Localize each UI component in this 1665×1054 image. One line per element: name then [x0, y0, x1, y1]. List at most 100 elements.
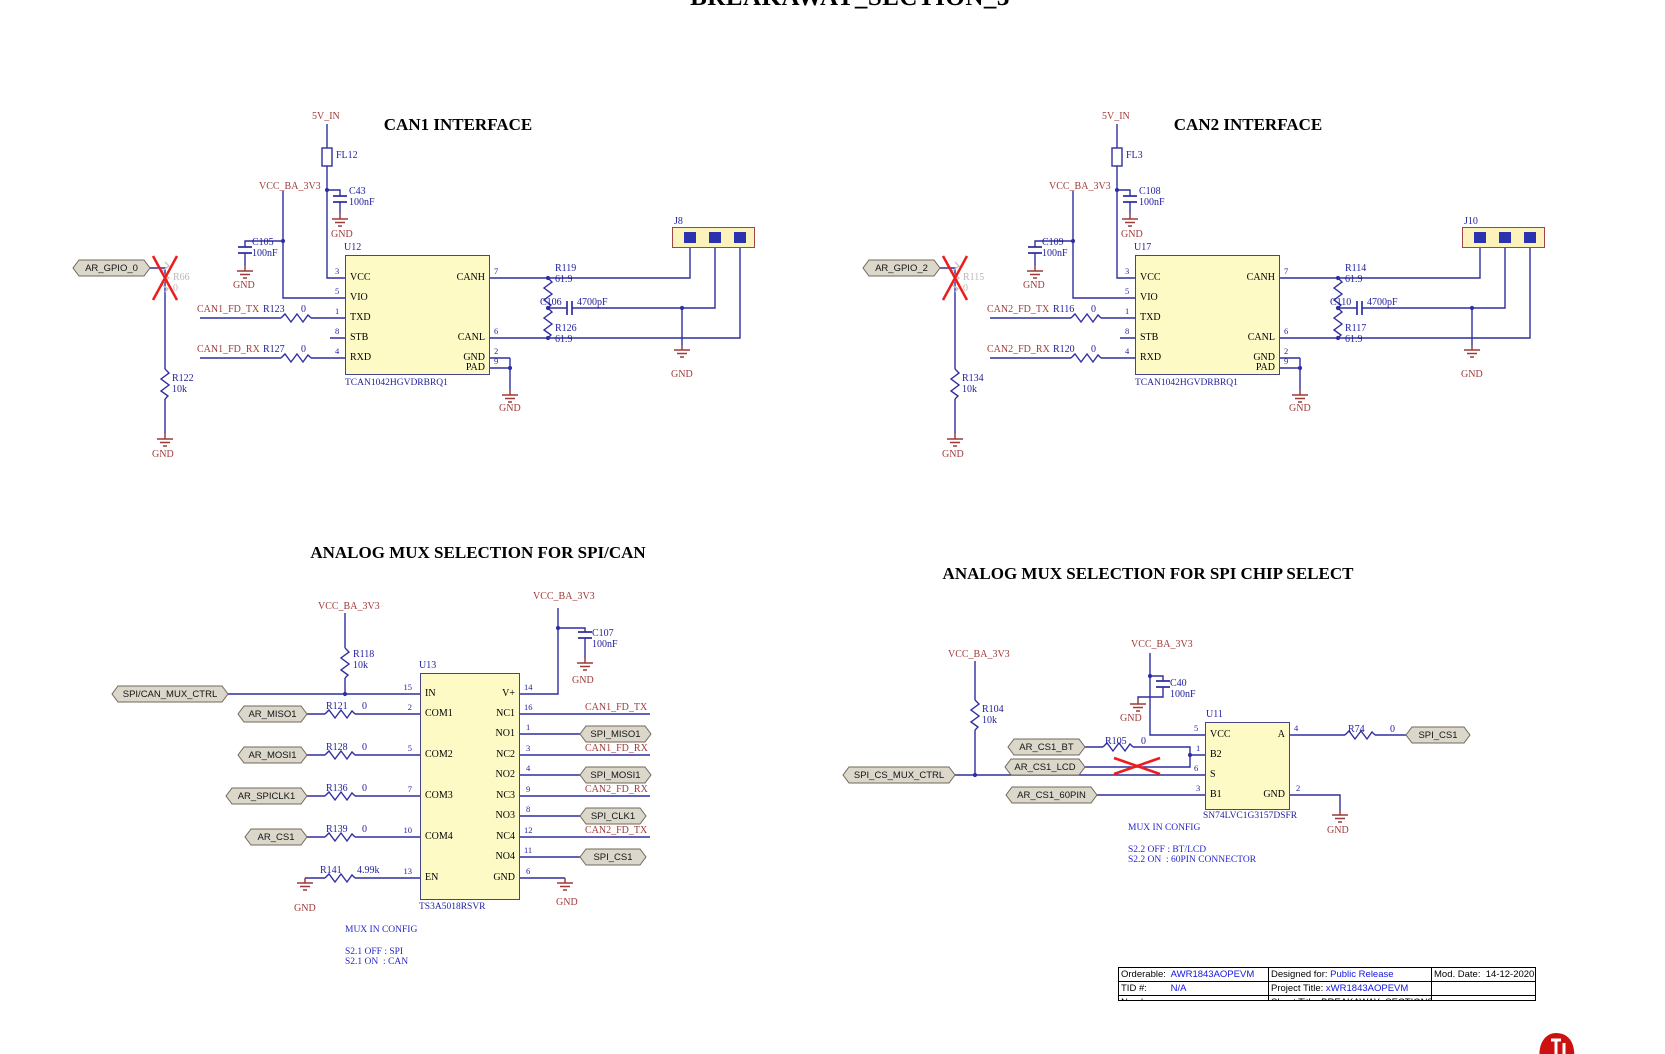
- flag-ar-mosi1: AR_MOSI1: [248, 749, 297, 761]
- r120-value: 0: [1091, 344, 1096, 355]
- flag-ar-cs1-60pin: AR_CS1_60PIN: [1017, 789, 1086, 801]
- can2-section-title: CAN2 INTERFACE: [1173, 115, 1323, 134]
- u13-pin-num: 1: [526, 722, 531, 732]
- r114-value: 61.9: [1345, 274, 1363, 285]
- r134-ref: R134: [962, 373, 984, 384]
- net-vcc-ba-3v3: VCC_BA_3V3: [318, 601, 380, 612]
- u13-pin-name: EN: [425, 872, 439, 883]
- r74-value: 0: [1390, 724, 1395, 735]
- flag-spi-cs-mux-ctrl: SPI_CS_MUX_CTRL: [853, 769, 945, 781]
- c110-value: 4700pF: [1367, 297, 1398, 308]
- mux2-section-title: ANALOG MUX SELECTION FOR SPI CHIP SELECT: [942, 564, 1354, 583]
- gnd-label: GND: [1289, 403, 1311, 414]
- u13-pin-num: 15: [403, 682, 413, 692]
- tid-label: TID #:: [1121, 983, 1171, 994]
- designed-for-value[interactable]: Public Release: [1330, 969, 1394, 980]
- u17-pin-num: 8: [1125, 326, 1130, 336]
- r105-ref: R105: [1105, 736, 1127, 747]
- gnd-label: GND: [1023, 280, 1045, 291]
- u12-part-number: TCAN1042HGVDRBRQ1: [345, 378, 448, 388]
- u17-ref: U17: [1134, 242, 1152, 253]
- u17-pin-name: CANH: [1246, 272, 1275, 283]
- u13-pin-num: 4: [526, 763, 531, 773]
- u12-pin-num: 3: [335, 266, 340, 276]
- mux1-capacitor: [578, 631, 592, 639]
- u11-pin-num: 2: [1296, 783, 1301, 793]
- tid-cell: TID #: N/A: [1119, 982, 1269, 995]
- r114-ref: R114: [1345, 263, 1367, 274]
- u17-pin-num: 7: [1284, 266, 1289, 276]
- net-can1-fd-tx: CAN1_FD_TX: [197, 304, 260, 315]
- u17-pin-name: RXD: [1140, 352, 1162, 363]
- designed-for-label: Designed for:: [1271, 969, 1331, 980]
- u13-pin-name: NC3: [496, 790, 515, 801]
- r134-value: 10k: [962, 384, 977, 395]
- r136-ref: R136: [326, 783, 348, 794]
- u17-pin-name: VCC: [1140, 272, 1161, 283]
- mux1-config-note: MUX IN CONFIG: [345, 925, 418, 935]
- u13-pin-name: COM2: [425, 749, 453, 760]
- r66-value: 0: [173, 283, 178, 294]
- r104-ref: R104: [982, 704, 1004, 715]
- u13-pin-num: 3: [526, 743, 531, 753]
- empty-cell: [1432, 996, 1535, 1000]
- r139-ref: R139: [326, 824, 348, 835]
- u17-pin-name: TXD: [1140, 312, 1161, 323]
- u11-pin-name: GND: [1263, 789, 1285, 800]
- mux2-config-note: MUX IN CONFIG: [1128, 823, 1201, 833]
- net-can2-fd-tx: CAN2_FD_TX: [987, 304, 1050, 315]
- orderable-value[interactable]: AWR1843AOPEVM: [1170, 969, 1255, 980]
- gnd-label: GND: [1120, 713, 1142, 724]
- u13-pin-name: NO2: [495, 769, 515, 780]
- r66-ref: R66: [173, 272, 190, 283]
- gnd-label: GND: [152, 449, 174, 460]
- sheet-title-value: BREAKAWAY_SECTION3: [1321, 997, 1431, 1000]
- u12-pin-name: CANL: [457, 332, 485, 343]
- r121-ref: R121: [326, 701, 348, 712]
- r116-ref: R116: [1053, 304, 1075, 315]
- r118-value: 10k: [353, 660, 368, 671]
- net-can1-fd-tx: CAN1_FD_TX: [585, 702, 648, 713]
- r117-ref: R117: [1345, 323, 1367, 334]
- u12-pin-name: RXD: [350, 352, 372, 363]
- sheet-title-cell: Sheet Title: BREAKAWAY_SECTION3: [1269, 996, 1432, 1000]
- flag-spi-miso1: SPI_MISO1: [590, 728, 641, 740]
- r128-ref: R128: [326, 742, 348, 753]
- flag-ar-miso1: AR_MISO1: [248, 708, 297, 720]
- net-5v-in: 5V_IN: [1102, 111, 1130, 122]
- c108-ref: C108: [1139, 186, 1161, 197]
- u13-pin-num: 6: [526, 866, 531, 876]
- c107-ref: C107: [592, 628, 614, 639]
- c108-value: 100nF: [1139, 197, 1165, 208]
- mux1-config-on: S2.1 ON : CAN: [345, 957, 409, 967]
- u17-pin-name: VIO: [1140, 292, 1158, 303]
- net-5v-in: 5V_IN: [312, 111, 340, 122]
- gnd-label: GND: [233, 280, 255, 291]
- mod-date-cell: Mod. Date: 14-12-2020: [1432, 968, 1535, 981]
- number-cell: Number:: [1119, 996, 1269, 1000]
- u13-pin-name: NC2: [496, 749, 515, 760]
- u11-pin-num: 5: [1194, 723, 1199, 733]
- u11-part-number: SN74LVC1G3157DSFR: [1203, 811, 1298, 821]
- u12-pin-num: 7: [494, 266, 499, 276]
- r117-value: 61.9: [1345, 334, 1363, 345]
- u12-pin-num: 8: [335, 326, 340, 336]
- r141-ref: R141: [320, 865, 342, 876]
- gnd-label: GND: [671, 369, 693, 380]
- project-title-cell: Project Title: xWR1843AOPEVM: [1269, 982, 1432, 995]
- c43-value: 100nF: [349, 197, 375, 208]
- u13-pin-name: COM3: [425, 790, 453, 801]
- sheet-title-label: Sheet Title:: [1271, 997, 1321, 1000]
- project-title-value[interactable]: xWR1843AOPEVM: [1325, 983, 1409, 994]
- net-can2-fd-rx: CAN2_FD_RX: [987, 344, 1050, 355]
- j8-ref: J8: [674, 216, 683, 227]
- title-block-row: Number: Sheet Title: BREAKAWAY_SECTION3: [1119, 996, 1535, 1000]
- u13-pin-num: 12: [524, 825, 533, 835]
- mux1-section-title: ANALOG MUX SELECTION FOR SPI/CAN: [310, 543, 646, 562]
- u11-pin-name: S: [1210, 769, 1216, 780]
- j10-ref: J10: [1464, 216, 1478, 227]
- project-title-label: Project Title:: [1271, 983, 1326, 994]
- tid-value[interactable]: N/A: [1170, 983, 1187, 994]
- r118-ref: R118: [353, 649, 375, 660]
